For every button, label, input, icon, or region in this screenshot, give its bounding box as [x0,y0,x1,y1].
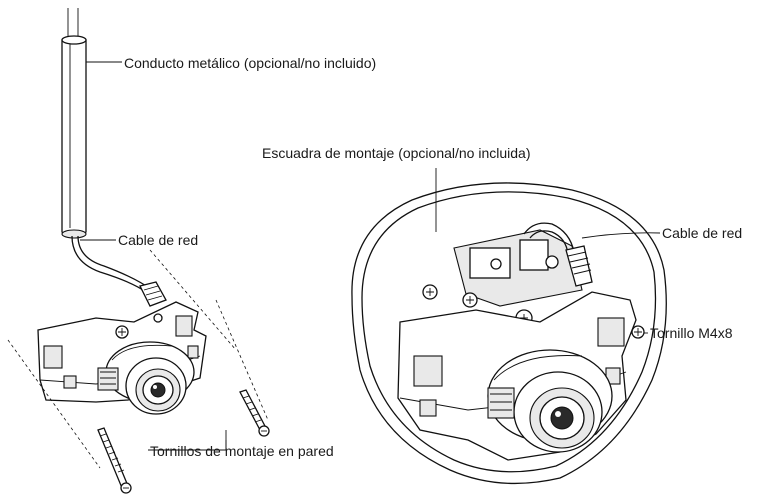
network-cable-right-label: Cable de red [662,225,743,241]
leader-cable-right [581,232,661,239]
camera-unit-left [37,301,207,415]
conduit-label: Conducto metálico (opcional/no incluido) [124,55,377,71]
camera-unit-right [397,291,645,461]
metal-conduit [61,8,87,239]
screw-m4x8-label: Tornillo M4x8 [650,325,733,341]
wall-screw-lower [97,427,132,494]
network-cable-left-label: Cable de red [118,232,199,248]
wall-screws-label: Tornillos de montaje en pared [150,443,334,459]
wall-screw-upper [239,389,270,437]
mounting-bracket-label: Escuadra de montaje (opcional/no incluid… [262,145,531,161]
network-cable-left [71,235,167,307]
